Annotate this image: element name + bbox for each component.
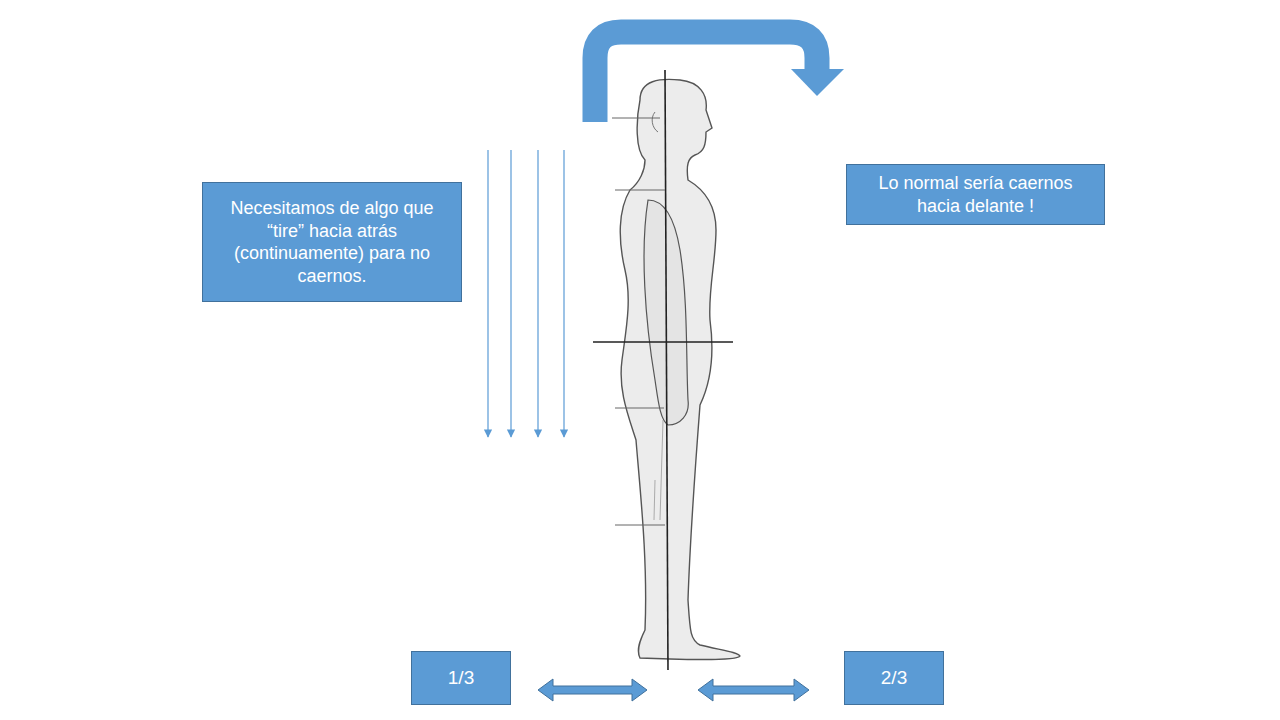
fall-arrow bbox=[595, 32, 817, 122]
box-text: 2/3 bbox=[881, 666, 907, 690]
double-arrow bbox=[698, 679, 809, 701]
note-box: Necesitamos de algo que “tire” hacia atr… bbox=[202, 182, 462, 302]
box-text: Lo normal sería caernos hacia delante ! bbox=[857, 172, 1094, 217]
hip-line bbox=[593, 341, 733, 343]
ratio-box: 2/3 bbox=[844, 651, 944, 705]
leg-seam bbox=[654, 420, 663, 520]
ratio-box: 1/3 bbox=[411, 651, 511, 705]
gravity-arrows bbox=[488, 150, 564, 437]
figure-ear bbox=[652, 112, 658, 132]
box-text: Necesitamos de algo que “tire” hacia atr… bbox=[213, 197, 451, 287]
box-text: 1/3 bbox=[448, 666, 474, 690]
gravity-line bbox=[665, 70, 668, 670]
landmark-ticks bbox=[612, 118, 665, 525]
double-arrow bbox=[538, 679, 647, 701]
fall-arrowhead bbox=[791, 69, 844, 96]
note-box: Lo normal sería caernos hacia delante ! bbox=[846, 164, 1105, 225]
human-figure bbox=[620, 79, 740, 659]
